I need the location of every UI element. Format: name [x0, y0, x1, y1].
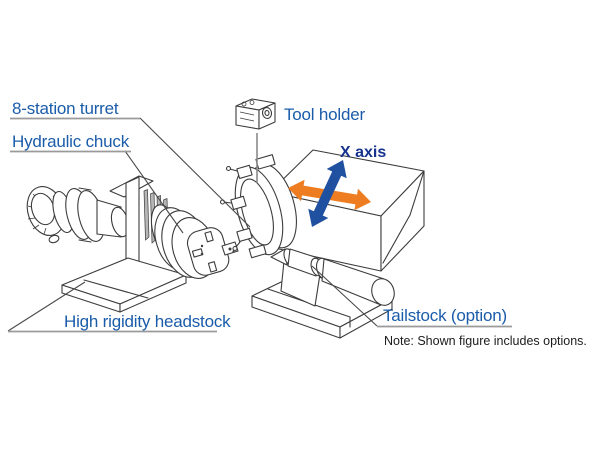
label-tailstock-option: Tailstock (option): [383, 306, 507, 325]
tailstock-illustration: [270, 248, 395, 307]
tailstock-leader-line: [311, 265, 378, 327]
leader-lines: [7, 117, 378, 332]
label-x-axis: X axis: [340, 144, 387, 161]
headstock-motor-illustration: [26, 186, 130, 244]
label-tool-holder: Tool holder: [284, 105, 365, 124]
blue-arrow: [308, 160, 347, 227]
hydraulic-chuck-illustration: [154, 207, 239, 279]
x-axis-arrows: [288, 160, 371, 227]
headstock-leader-line: [7, 281, 86, 332]
label-8-station-turret: 8-station turret: [12, 99, 119, 118]
note-text: Note: Shown figure includes options.: [384, 334, 587, 348]
turret-leader-line: [139, 117, 251, 228]
turret-illustration: [219, 154, 297, 259]
chuck-leader-line: [124, 150, 184, 234]
tool-holder-icon: [235, 98, 276, 183]
headstock-base: [61, 257, 187, 313]
label-underlines: [8, 117, 512, 333]
label-high-rigidity-headstock: High rigidity headstock: [64, 312, 231, 331]
label-hydraulic-chuck: Hydraulic chuck: [12, 132, 129, 151]
